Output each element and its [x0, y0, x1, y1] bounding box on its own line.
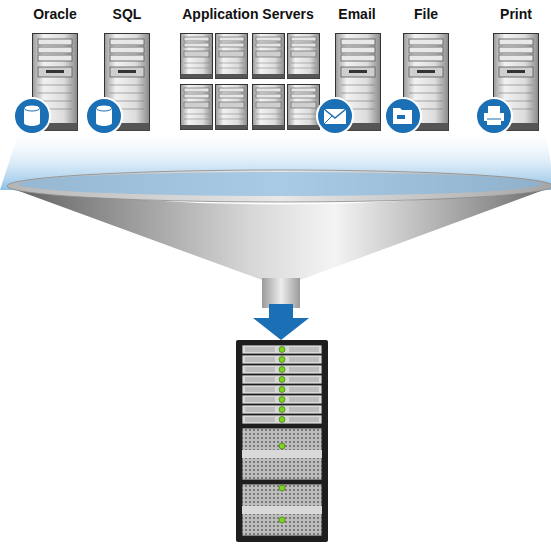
server-label: Oracle	[33, 6, 77, 22]
database-icon	[14, 98, 50, 134]
database-icon	[86, 98, 122, 134]
application-servers	[181, 34, 320, 130]
down-arrow	[253, 304, 309, 340]
server-label: Email	[338, 6, 375, 22]
server-label: File	[414, 6, 438, 22]
server-label: Print	[500, 6, 532, 22]
funnel	[7, 170, 551, 308]
rack-server	[236, 340, 328, 542]
print-icon	[476, 98, 512, 134]
server-label: Application Servers	[182, 6, 314, 22]
email-icon	[317, 98, 353, 134]
server-label: SQL	[113, 6, 142, 22]
file-icon	[385, 98, 421, 134]
